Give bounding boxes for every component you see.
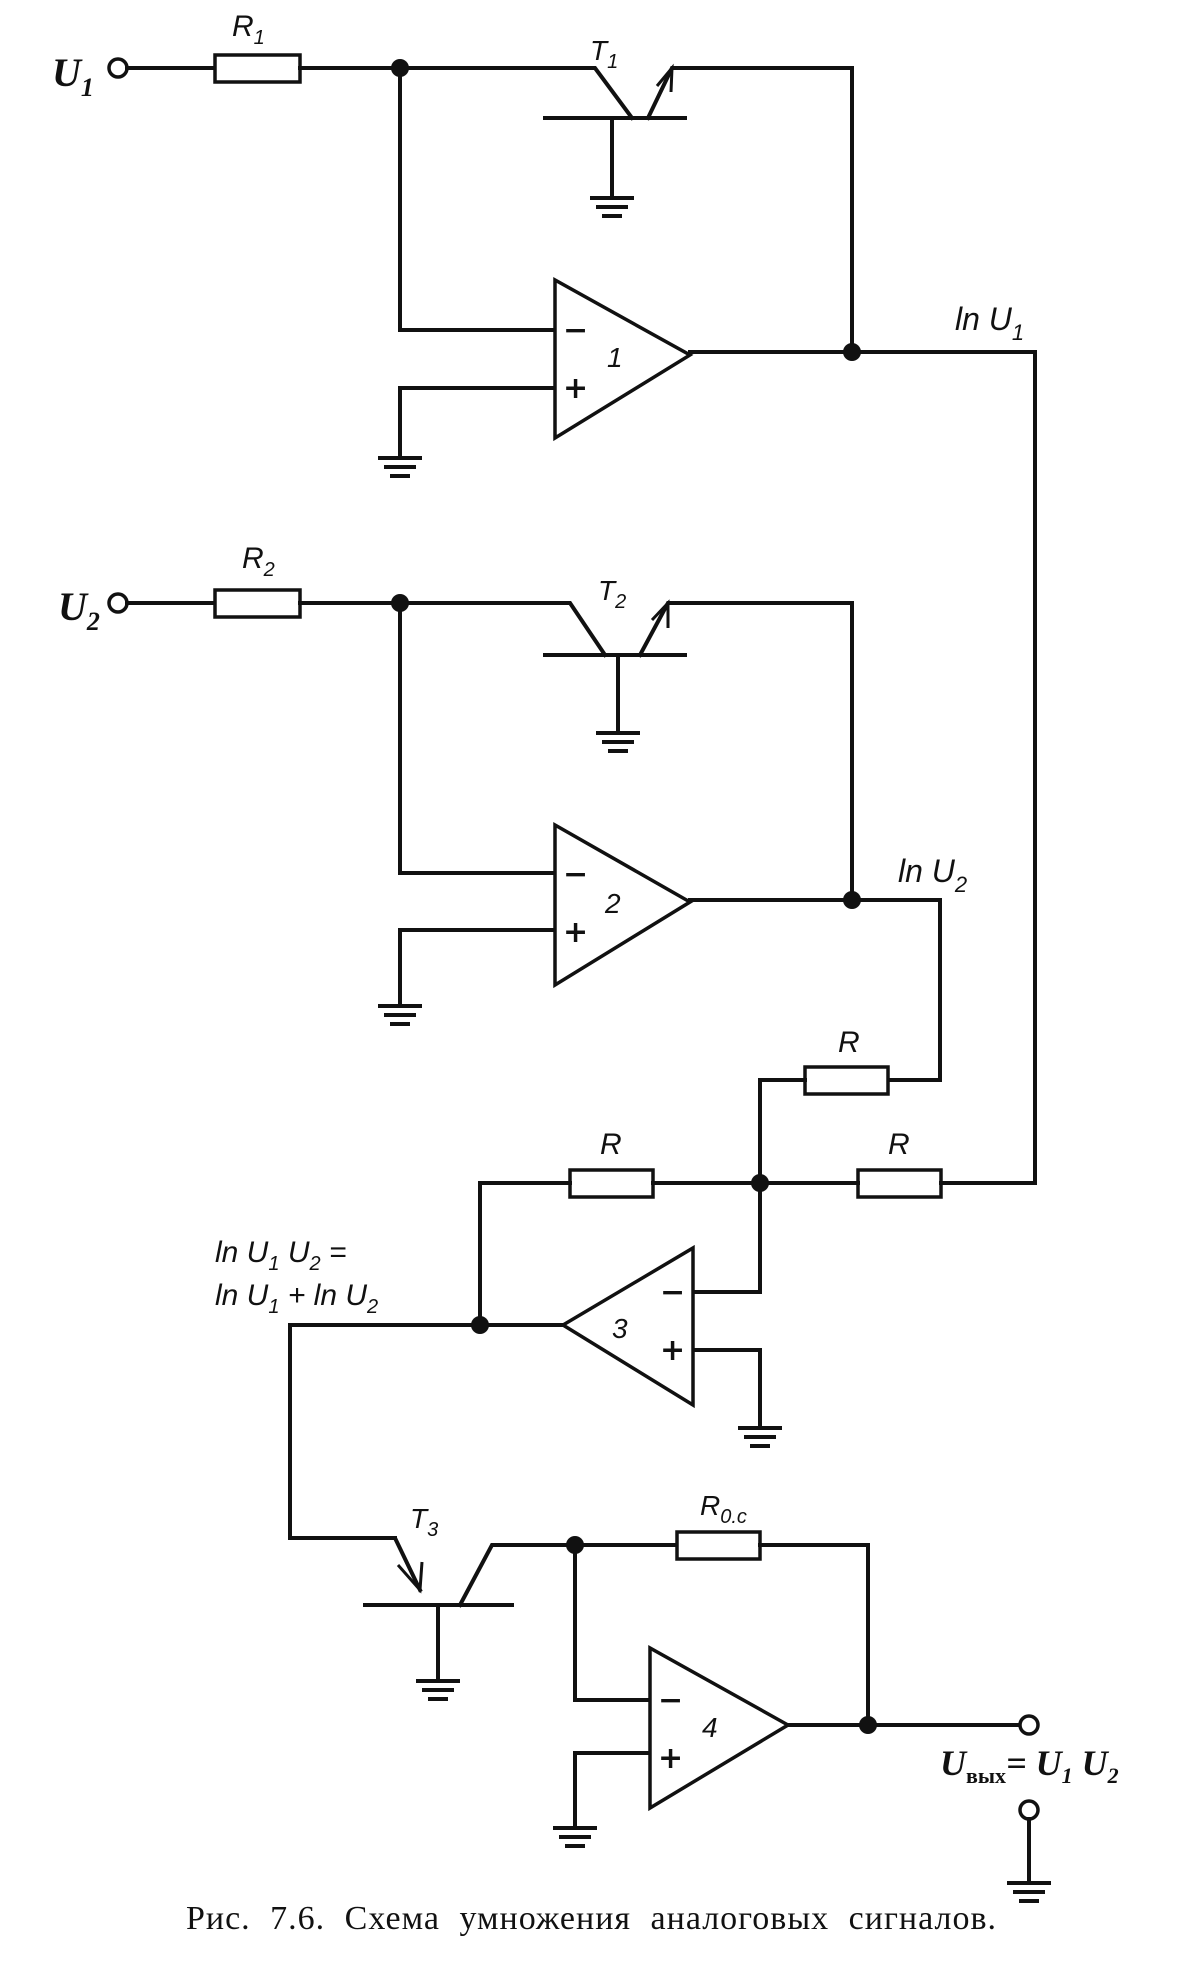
- emitter-arrow: [396, 1561, 424, 1594]
- resistor-r-right: [856, 1168, 943, 1199]
- plus-sign: +: [563, 915, 588, 950]
- ground-icon: [596, 731, 640, 753]
- ground-icon: [1007, 1881, 1051, 1903]
- junction-node: [859, 1716, 877, 1734]
- plus-sign: +: [660, 1333, 685, 1368]
- resistor-r1: [213, 53, 302, 84]
- junction-node: [843, 343, 861, 361]
- op-amp-1-number: 1: [607, 342, 623, 373]
- emitter-arrow: [650, 599, 670, 628]
- stage-1: − + 1 U1 R1 T1 ln U1: [52, 10, 1037, 1185]
- stage-4: − + 4 T3 R0.с Uвых= U1 U2: [288, 1490, 1119, 1903]
- op-amp-1: [553, 277, 694, 442]
- stage-2: − + 2 U2 R2 T2 ln U2: [58, 542, 967, 1082]
- minus-sign: −: [658, 1683, 683, 1718]
- label-r-right: R: [888, 1128, 910, 1161]
- ground-icon: [553, 1826, 597, 1848]
- resistor-r-upper: [803, 1065, 890, 1096]
- output-terminal-ground[interactable]: [1018, 1799, 1040, 1821]
- junction-node: [843, 891, 861, 909]
- plus-sign: +: [563, 371, 588, 406]
- label-roc: R0.с: [700, 1490, 747, 1528]
- stage-3: − + 3 R R R ln U1 U2 = ln U1 + ln U2: [215, 1026, 1037, 1540]
- label-ln-u2: ln U2: [898, 853, 967, 897]
- minus-sign: −: [563, 313, 588, 348]
- op-amp-2: [553, 821, 694, 989]
- ground-icon: [378, 456, 422, 478]
- label-t3: T3: [410, 1503, 438, 1541]
- label-ln-u1: ln U1: [955, 301, 1024, 345]
- label-u1: U1: [52, 50, 94, 102]
- op-amp-3: [559, 1244, 695, 1409]
- label-r2: R2: [242, 542, 275, 581]
- op-amp-3-number: 3: [612, 1313, 628, 1344]
- label-r-upper: R: [838, 1026, 860, 1059]
- op-amp-4-number: 4: [702, 1712, 718, 1743]
- ground-icon: [590, 196, 634, 218]
- resistor-roc: [675, 1530, 762, 1561]
- label-ln-sum: ln U1 + ln U2: [215, 1279, 378, 1318]
- emitter-arrow: [655, 63, 674, 93]
- minus-sign: −: [660, 1275, 685, 1310]
- label-r1: R1: [232, 10, 265, 49]
- junction-node: [471, 1316, 489, 1334]
- figure-caption: Рис. 7.6. Схема умножения аналоговых сиг…: [185, 1900, 998, 1937]
- label-t1: T1: [590, 35, 618, 73]
- resistor-r2: [213, 588, 302, 619]
- resistor-r-feedback: [568, 1168, 655, 1199]
- op-amp-4: [648, 1645, 792, 1812]
- plus-sign: +: [658, 1741, 683, 1776]
- output-terminal[interactable]: [1018, 1714, 1040, 1736]
- label-uout: Uвых= U1 U2: [940, 1743, 1119, 1788]
- input-terminal-u1[interactable]: [107, 57, 129, 79]
- label-u2: U2: [58, 584, 100, 636]
- label-t2: T2: [598, 575, 626, 613]
- label-ln-product: ln U1 U2 =: [215, 1236, 346, 1275]
- label-r-feedback: R: [600, 1128, 622, 1161]
- ground-icon: [378, 1004, 422, 1026]
- input-terminal-u2[interactable]: [107, 592, 129, 614]
- minus-sign: −: [563, 857, 588, 892]
- ground-icon: [738, 1426, 782, 1448]
- ground-icon: [416, 1679, 460, 1701]
- op-amp-2-number: 2: [604, 888, 621, 919]
